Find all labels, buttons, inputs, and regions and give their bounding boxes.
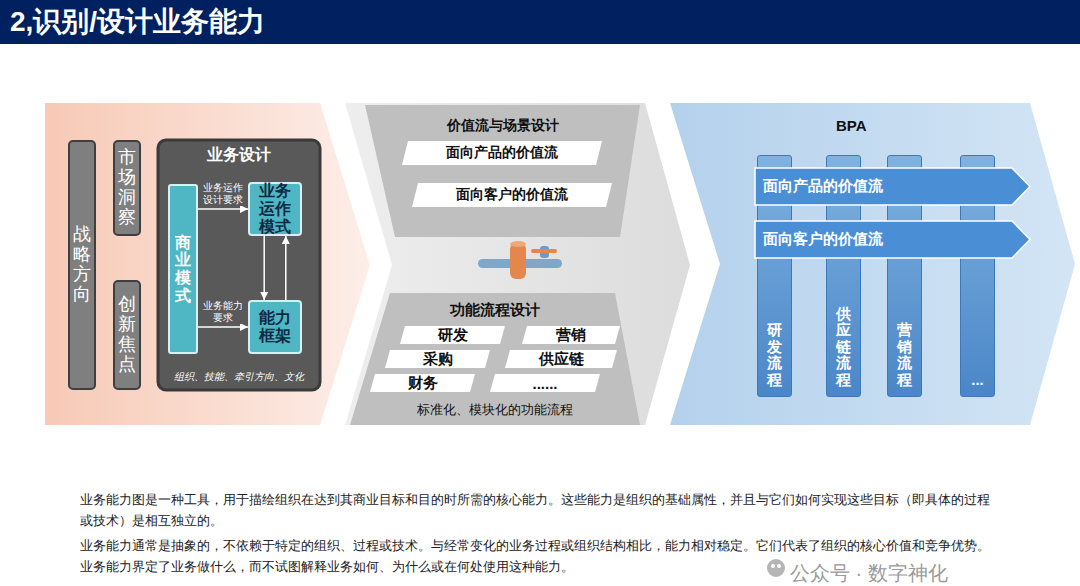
function-cell: 采购 — [385, 350, 490, 368]
node-text: ... — [971, 372, 984, 389]
outline-shape — [365, 105, 640, 237]
edge-label: 业务运作设计要求 — [202, 182, 244, 206]
node-text: 商业模式 — [175, 234, 191, 304]
node-caption: 标准化、模块化的功能流程 — [417, 401, 573, 419]
outline-shape — [370, 374, 475, 392]
flow-arrow — [285, 236, 287, 300]
node-caption: 组织、技能、牵引方向、文化 — [174, 370, 304, 384]
function-cell: 研发 — [400, 326, 505, 344]
node-text: 战略方向 — [73, 225, 91, 304]
chevron — [345, 103, 690, 425]
node-text: 面向产品的价值流 — [446, 144, 558, 162]
node-text: 财务 — [408, 374, 438, 393]
node-text: 研发 — [438, 326, 468, 345]
outline-shape — [385, 350, 490, 368]
node-text: 面向客户的价值流 — [763, 230, 883, 249]
node-text: 采购 — [423, 350, 453, 369]
outline-shape — [522, 326, 620, 344]
outline-shape — [400, 326, 505, 344]
flow-arrow — [263, 236, 265, 300]
function-cell: 财务 — [370, 374, 475, 392]
edge-label: 业务能力要求 — [202, 300, 244, 324]
watermark-logo — [767, 559, 785, 577]
outline-shape — [412, 183, 612, 207]
node-text: 面向产品的价值流 — [763, 177, 883, 196]
title-bar — [0, 0, 1080, 44]
node-text: 营销 — [556, 326, 586, 345]
function-cell: 营销 — [522, 326, 620, 344]
node-text: ...... — [532, 375, 557, 392]
value-cell: 面向产品的价值流 — [402, 141, 602, 165]
insight-box: 市场洞察 — [113, 140, 141, 236]
operation-box: 业务运作模式 — [248, 182, 302, 236]
value-stream-arrow: 面向产品的价值流 — [755, 168, 1030, 205]
slide-title: 2,识别/设计业务能力 — [10, 3, 265, 41]
outline-shape — [755, 168, 1030, 205]
chevron — [45, 103, 370, 425]
node-text: 创新焦点 — [118, 295, 136, 374]
design-box: 商业模式 业务运作模式能力框架 业务设计组织、技能、牵引方向、文化 — [158, 140, 320, 390]
function-cell: ...... — [490, 374, 600, 392]
note-paragraph: 业务能力图是一种工具，用于描绘组织在达到其商业目标和目的时所需的核心能力。这些能… — [80, 489, 995, 532]
node-text: 供应链流程 — [836, 306, 851, 389]
flow-arrow — [198, 326, 248, 328]
link-icon — [478, 241, 562, 279]
node-text: 业务运作模式 — [257, 182, 292, 236]
outline-shape — [350, 293, 640, 425]
outline-shape — [490, 374, 600, 392]
node-text: 功能流程设计 — [450, 301, 540, 320]
outline-shape — [755, 221, 1030, 258]
node-outline — [670, 103, 1078, 425]
node-text: 供应链 — [539, 350, 584, 369]
value-cell: 面向客户的价值流 — [412, 183, 612, 207]
node-text: BPA — [836, 117, 867, 134]
watermark: 公众号 · 数字神化 — [790, 557, 1060, 586]
node-text: 业务设计 — [207, 145, 271, 166]
model-box: 商业模式 — [168, 184, 198, 354]
node-text: 研发流程 — [767, 322, 782, 388]
node-text: 价值流与场景设计 — [447, 117, 559, 135]
node-text: 面向客户的价值流 — [456, 186, 568, 204]
node-text: 营销流程 — [897, 322, 912, 388]
outline-shape — [670, 103, 1075, 425]
outline-shape — [505, 350, 617, 368]
function-cell: 供应链 — [505, 350, 617, 368]
function-panel: 研发 营销采购 供应链财务...... 功能流程设计标准化、模块化的功能流程 — [350, 293, 640, 425]
focus-box: 创新焦点 — [113, 280, 141, 390]
value-stream-arrow: 面向客户的价值流 — [755, 221, 1030, 258]
value-panel: 面向产品的价值流面向客户的价值流 价值流与场景设计 — [365, 105, 640, 237]
node-text: 能力框架 — [257, 309, 292, 345]
strategy-box: 战略方向 — [68, 140, 96, 390]
bpa-panel: 面向产品的价值流面向客户的价值流研发流程 供应链流程 营销流程... BPA — [670, 103, 1078, 425]
outline-shape — [402, 141, 602, 165]
capability-box: 能力框架 — [248, 300, 302, 354]
design-box — [158, 140, 320, 390]
flow-arrow — [198, 208, 248, 210]
node-text: 市场洞察 — [118, 148, 136, 227]
